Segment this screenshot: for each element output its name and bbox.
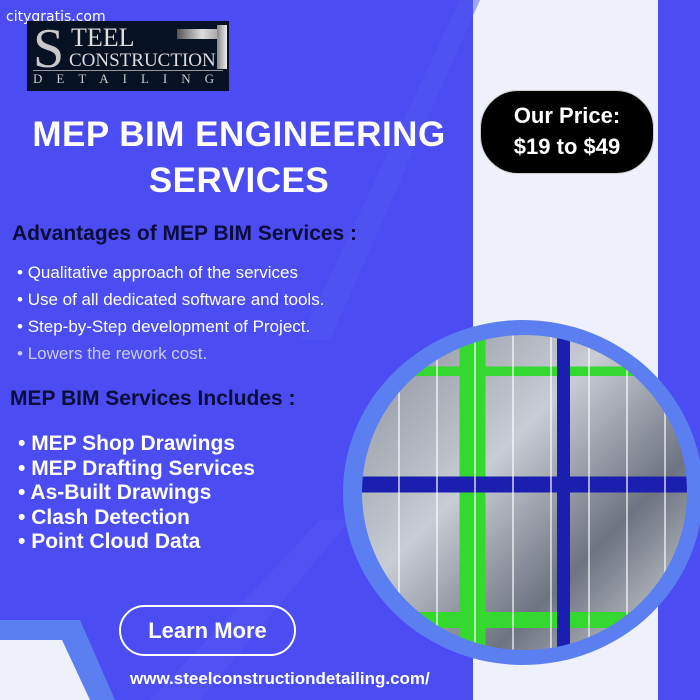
logo-initial: S: [33, 21, 65, 80]
title-line2: SERVICES: [148, 161, 330, 200]
includes-heading: MEP BIM Services Includes :: [10, 387, 296, 410]
includes-list: MEP Shop Drawings MEP Drafting Services …: [18, 432, 255, 555]
price-label: Our Price:: [513, 103, 621, 128]
list-item: As-Built Drawings: [18, 481, 255, 506]
list-item: Point Cloud Data: [18, 530, 255, 555]
list-item: Use of all dedicated software and tools.: [17, 286, 325, 313]
list-item: Step-by-Step development of Project.: [17, 313, 324, 340]
price-badge: Our Price: $19 to $49: [480, 90, 654, 174]
advantages-list: Qualitative approach of the services Use…: [17, 259, 325, 367]
list-item: Qualitative approach of the services: [17, 259, 324, 286]
logo-rule: [33, 70, 223, 71]
list-item: Lowers the rework cost.: [17, 340, 324, 367]
advantages-heading: Advantages of MEP BIM Services :: [12, 222, 358, 245]
list-item: Clash Detection: [18, 506, 255, 531]
logo-line2: CONSTRUCTION: [69, 50, 216, 71]
company-logo: S TEEL CONSTRUCTION DETAILING: [27, 21, 229, 91]
logo-beam-icon: [177, 29, 227, 39]
logo-line1: TEEL: [71, 23, 135, 52]
website-link[interactable]: www.steelconstructiondetailing.com/: [130, 669, 430, 688]
list-item: MEP Shop Drawings: [18, 432, 255, 457]
price-range: $19 to $49: [513, 134, 621, 159]
list-item: MEP Drafting Services: [18, 457, 255, 482]
logo-column-icon: [217, 25, 227, 69]
learn-more-button[interactable]: Learn More: [119, 605, 296, 656]
logo-line3: DETAILING: [33, 71, 228, 86]
title-line1: MEP BIM ENGINEERING: [32, 115, 446, 154]
page-title: MEP BIM ENGINEERING SERVICES: [0, 112, 478, 204]
mep-bim-model-image: [362, 335, 687, 650]
